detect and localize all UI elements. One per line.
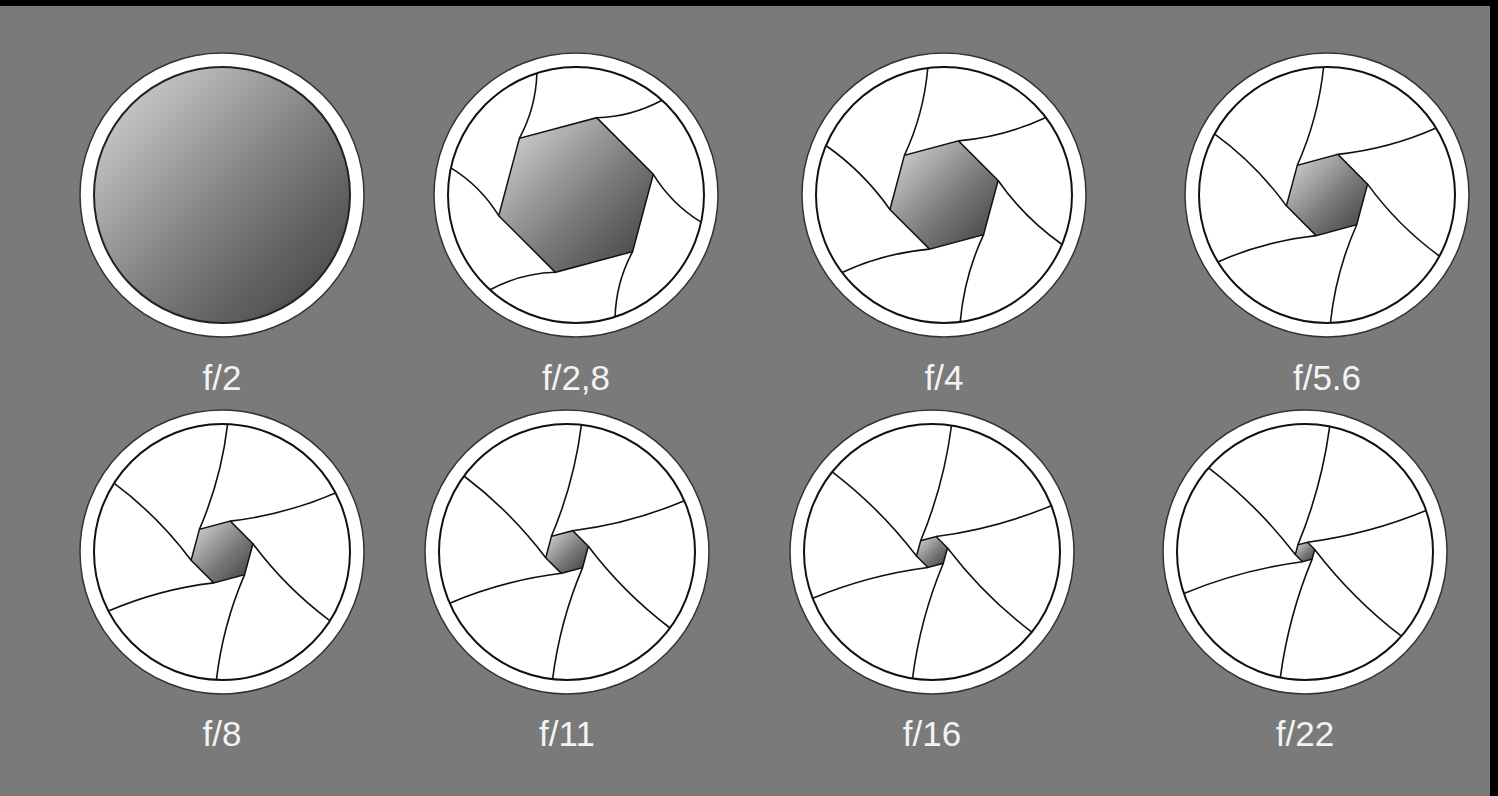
blade-edge xyxy=(832,472,916,556)
blade-edge xyxy=(615,252,633,317)
blade-edge xyxy=(1298,426,1330,545)
blade-edge xyxy=(490,272,555,290)
top-edge xyxy=(0,0,1498,6)
blade-edge xyxy=(573,501,685,531)
f-stop-label: f/11 xyxy=(539,716,595,751)
blade-edge xyxy=(1218,236,1316,262)
blade-edge xyxy=(114,483,191,560)
lens-ring xyxy=(790,410,1074,694)
aperture-iris xyxy=(434,53,718,337)
lens-ring xyxy=(1185,53,1469,337)
blade-edge xyxy=(813,568,928,599)
blade-edge xyxy=(199,424,227,529)
aperture-iris xyxy=(1185,53,1469,337)
aperture-iris xyxy=(425,410,709,694)
blade-edge xyxy=(216,575,244,680)
lens-ring xyxy=(80,53,364,337)
aperture-iris xyxy=(790,410,1074,694)
aperture-opening xyxy=(917,537,948,568)
lens-ring xyxy=(1163,410,1447,694)
blade-edge xyxy=(451,168,499,216)
aperture-opening xyxy=(1295,542,1314,561)
blade-edge xyxy=(1209,468,1296,555)
blade-edge xyxy=(551,425,581,537)
lens-ring xyxy=(80,410,364,694)
f-stop-label: f/4 xyxy=(925,360,964,395)
iris-housing xyxy=(816,67,1072,323)
blade-edge xyxy=(553,568,583,680)
blade-edge xyxy=(519,73,537,138)
iris-housing xyxy=(1177,424,1433,680)
iris-housing xyxy=(1199,67,1455,323)
blade-edge xyxy=(936,506,1051,537)
f-stop-label: f/2 xyxy=(203,360,242,395)
blade-edge xyxy=(842,249,929,272)
iris-housing xyxy=(448,67,704,323)
blade-edge xyxy=(1308,511,1427,543)
blade-edge xyxy=(230,493,335,521)
lens-ring xyxy=(434,53,718,337)
iris-housing xyxy=(804,424,1060,680)
aperture-opening xyxy=(890,141,998,249)
right-edge xyxy=(1490,0,1498,796)
blade-edge xyxy=(960,235,983,322)
f-stop-label: f/8 xyxy=(203,716,242,751)
blade-edge xyxy=(959,118,1046,141)
blade-edge xyxy=(826,146,890,210)
blade-edge xyxy=(921,426,952,541)
aperture-opening xyxy=(499,118,654,273)
blade-edge xyxy=(1338,128,1436,154)
iris-housing xyxy=(94,424,350,680)
iris-housing xyxy=(439,424,695,680)
blade-edge xyxy=(998,181,1062,245)
lens-ring xyxy=(802,53,1086,337)
blade-edge xyxy=(588,546,670,628)
blade-edge xyxy=(597,100,662,118)
aperture-iris xyxy=(80,410,364,694)
blade-edge xyxy=(1184,562,1303,594)
aperture-iris xyxy=(1163,410,1447,694)
blade-edge xyxy=(904,68,927,155)
aperture-opening xyxy=(191,521,253,583)
blade-edge xyxy=(948,548,1032,632)
blade-edge xyxy=(1280,559,1312,678)
f-stop-label: f/5.6 xyxy=(1293,360,1361,395)
aperture-opening xyxy=(546,531,589,574)
open-aperture xyxy=(94,67,350,323)
f-stop-label: f/16 xyxy=(903,716,961,751)
f-stop-label: f/22 xyxy=(1276,716,1334,751)
lens-ring xyxy=(425,410,709,694)
blade-edge xyxy=(1315,549,1402,636)
blade-edge xyxy=(464,476,546,558)
blade-edge xyxy=(653,174,701,222)
blade-edge xyxy=(253,544,330,621)
blade-edge xyxy=(1297,67,1323,165)
aperture-iris xyxy=(802,53,1086,337)
aperture-iris xyxy=(80,53,364,337)
aperture-opening xyxy=(1286,154,1367,235)
blade-edge xyxy=(1215,134,1287,206)
blade-edge xyxy=(109,583,214,611)
blade-edge xyxy=(1368,184,1440,256)
f-stop-label: f/2,8 xyxy=(542,360,610,395)
blade-edge xyxy=(913,563,944,678)
blade-edge xyxy=(450,573,562,603)
blade-edge xyxy=(1330,225,1356,323)
